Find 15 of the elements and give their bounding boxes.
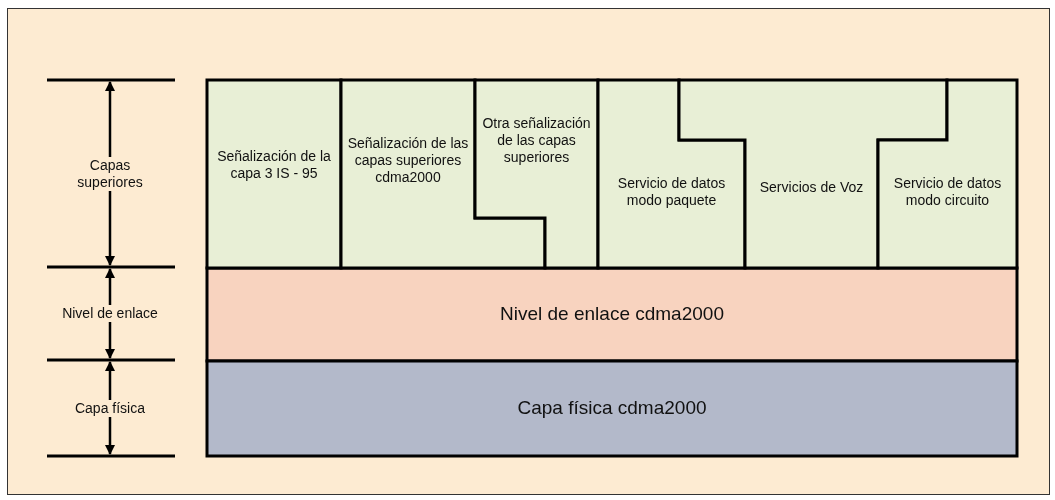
protocol-block — [207, 80, 341, 268]
block-text: Señalización de las capas superiores cdma2000 — [346, 134, 470, 186]
layer-label: Nivel de enlace — [60, 305, 160, 322]
block-text: Servicios de Voz — [759, 178, 864, 196]
layer-band — [207, 268, 1017, 361]
block-text: Servicio de datos modo circuito — [892, 175, 1003, 209]
block-text: Otra señalización de las capas superiores — [481, 114, 592, 166]
block-text: Señalización de la capa 3 IS - 95 — [216, 148, 332, 182]
protocol-block — [878, 80, 1017, 268]
block-text: Capa física cdma2000 — [517, 396, 707, 421]
block-text: Servicio de datos modo paquete — [616, 175, 727, 209]
block-text: Nivel de enlace cdma2000 — [500, 302, 724, 327]
protocol-block — [475, 80, 598, 268]
protocol-block — [598, 80, 745, 268]
layer-band — [207, 361, 1017, 456]
